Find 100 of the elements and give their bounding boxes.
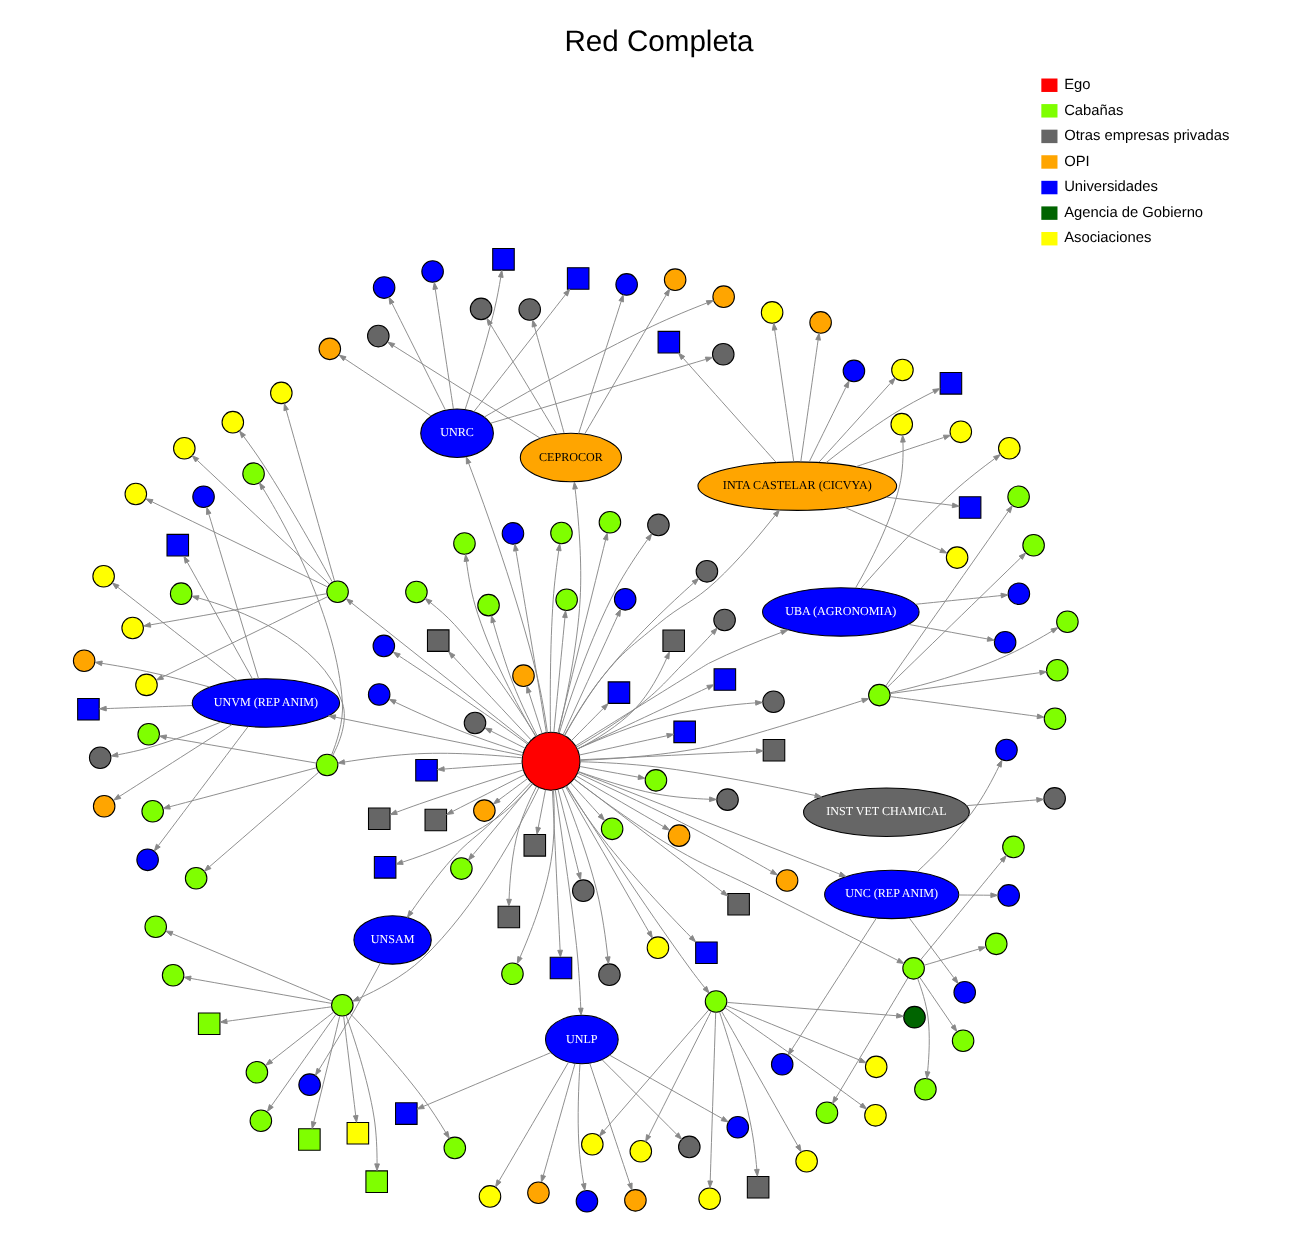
node-circle (712, 608, 735, 632)
arrow (564, 785, 695, 943)
node-circle (646, 513, 669, 537)
node-circle (172, 436, 195, 460)
arrow (463, 269, 503, 410)
node-circle (500, 522, 524, 545)
node-circle (662, 268, 686, 291)
node-circle (769, 1052, 793, 1076)
legend-label: Ego (1063, 75, 1090, 93)
arrow (598, 1009, 709, 1137)
node-circle (248, 1109, 272, 1133)
node-circle (1044, 658, 1068, 682)
node-circle (330, 994, 353, 1017)
arrow (550, 789, 562, 958)
arrow (644, 1010, 711, 1143)
arrow (190, 595, 344, 757)
node-circle (91, 794, 115, 818)
node-circle (1001, 835, 1024, 859)
arrow (512, 543, 546, 733)
node-circle (449, 857, 472, 880)
node-box (76, 697, 99, 721)
arrow (574, 629, 788, 747)
node-circle (468, 297, 492, 321)
node-circle (867, 683, 890, 707)
node-circle (902, 1005, 925, 1029)
arrow (539, 1063, 575, 1183)
arrow (351, 787, 539, 1002)
node-box (672, 720, 695, 744)
arrow (854, 434, 905, 589)
arrow (907, 623, 994, 642)
arrow (182, 555, 252, 680)
node-box (345, 1121, 369, 1145)
arrow (482, 300, 713, 418)
arrow (489, 356, 712, 424)
arrow (884, 505, 1012, 687)
arrow (164, 930, 332, 1002)
node-box (522, 834, 546, 857)
node-circle (120, 616, 143, 640)
node-circle (511, 664, 534, 687)
node-box (712, 668, 736, 691)
arrow (572, 778, 904, 964)
arrow (563, 577, 699, 736)
node-box (761, 738, 785, 762)
arrow (561, 608, 621, 736)
arrow (344, 598, 528, 744)
arrow (348, 1012, 449, 1139)
node-box (496, 905, 520, 929)
arrow (608, 1054, 728, 1123)
arrow (576, 772, 777, 876)
node-circle (599, 817, 623, 841)
node-box (297, 1128, 320, 1151)
node-circle (715, 788, 738, 811)
node-box (366, 807, 390, 831)
arrow (718, 1011, 759, 1177)
arrow (553, 789, 583, 1016)
node-circle (134, 673, 157, 697)
arrow (807, 380, 849, 463)
node-circle (863, 1104, 886, 1127)
node-circle (759, 301, 783, 324)
arrow (578, 766, 645, 780)
node-circle (628, 1139, 652, 1163)
arrow (447, 651, 531, 741)
node-box (661, 629, 684, 653)
arrow (445, 774, 525, 815)
arrow (161, 767, 316, 810)
node-circle (992, 630, 1016, 654)
legend-label: Cabañas (1063, 100, 1123, 119)
node-circle (241, 462, 264, 485)
arrow (336, 752, 522, 765)
node-circle (472, 799, 495, 822)
arrow (576, 771, 846, 878)
arrow (569, 782, 604, 821)
node-circle (87, 746, 111, 769)
arrow (572, 778, 728, 897)
node-circle (794, 1150, 817, 1173)
arrow (327, 714, 523, 756)
arrow (576, 771, 716, 803)
diagram-title: Red Completa (563, 27, 753, 60)
node-circle (623, 1189, 646, 1212)
arrow (884, 496, 959, 509)
arrow (505, 786, 536, 907)
arrow (588, 1062, 632, 1191)
node-box (656, 330, 680, 354)
arrow (405, 782, 531, 918)
node-circle (404, 580, 427, 604)
node-circle (1042, 707, 1066, 731)
node-circle (135, 848, 158, 872)
node-circle (71, 649, 95, 672)
arrow (238, 430, 332, 583)
node-circle (517, 298, 540, 321)
node-circle (477, 1185, 501, 1208)
arrow (719, 1010, 801, 1153)
node-box (606, 681, 630, 704)
arrow (888, 696, 1044, 720)
node-circle (366, 683, 390, 706)
node-circle (761, 690, 784, 714)
node-circle (703, 990, 727, 1013)
arrow (152, 726, 248, 852)
node-circle (452, 532, 475, 555)
arrow (205, 506, 258, 679)
